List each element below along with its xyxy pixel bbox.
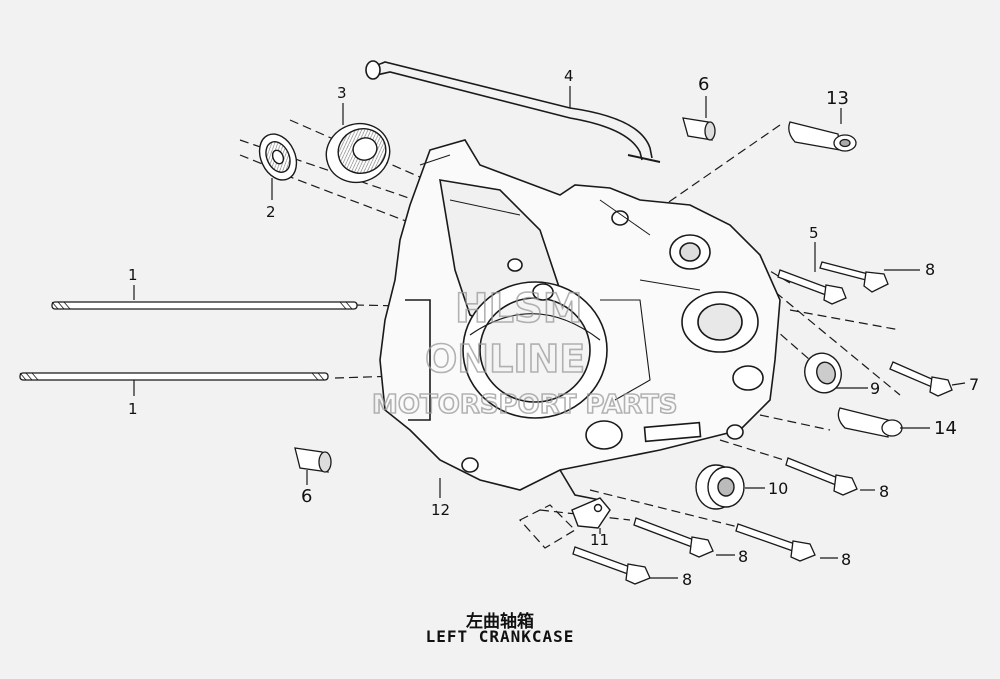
bolt-8-lower-right — [735, 523, 816, 562]
bolt-8-bottom — [572, 546, 651, 585]
callout-13: 13 — [826, 88, 849, 109]
callout-11: 11 — [590, 531, 609, 549]
bolt-8-mid-right — [785, 457, 858, 496]
spacer-collar — [695, 464, 745, 510]
callout-4: 4 — [564, 67, 574, 85]
bolt-5-stud — [777, 269, 847, 305]
watermark-line-2: ONLINE — [425, 337, 585, 381]
callout-7: 7 — [969, 375, 979, 394]
callout-6-upper: 6 — [698, 74, 709, 95]
diagram-title-chinese: 左曲轴箱 — [466, 612, 534, 632]
callout-labels: 1 1 2 3 4 5 6 6 7 8 8 8 8 8 9 10 11 12 1… — [128, 67, 979, 589]
watermark: HLSM ONLINE MOTORSPORT PARTS — [371, 285, 678, 421]
callout-8-a: 8 — [925, 260, 935, 279]
callout-8-d: 8 — [738, 547, 748, 566]
oil-seal — [804, 352, 842, 394]
callout-1-upper: 1 — [128, 266, 138, 284]
watermark-line-3: MOTORSPORT PARTS — [372, 390, 677, 420]
dowel-pin-upper — [682, 117, 716, 141]
plug-14 — [837, 407, 903, 438]
through-stud-upper — [51, 301, 358, 310]
left-crankcase-casting — [379, 139, 781, 501]
bolt-7 — [889, 361, 953, 397]
diagram-title-english: LEFT CRANKCASE — [425, 627, 575, 646]
through-stud-lower — [19, 372, 329, 381]
callout-10: 10 — [768, 479, 788, 498]
callout-14: 14 — [934, 418, 957, 439]
clip — [571, 497, 611, 529]
callout-3: 3 — [337, 84, 347, 102]
dowel-pin-lower — [294, 447, 332, 473]
callout-12: 12 — [431, 501, 450, 519]
callout-1-lower: 1 — [128, 400, 138, 418]
bolt-8-lower-mid — [633, 517, 714, 558]
callout-2: 2 — [266, 203, 276, 221]
plug-13 — [788, 121, 857, 152]
callout-8-c: 8 — [841, 550, 851, 569]
callout-9: 9 — [870, 379, 880, 398]
bolt-8-top-right — [819, 261, 889, 293]
breather-tube — [365, 60, 661, 163]
bolts — [572, 261, 953, 585]
callout-8-b: 8 — [879, 482, 889, 501]
callout-5: 5 — [809, 224, 819, 242]
callout-6-lower: 6 — [301, 486, 312, 507]
callout-leaders — [133, 86, 966, 579]
watermark-line-1: HLSM — [455, 286, 583, 332]
bearing-small — [258, 133, 298, 181]
callout-8-e: 8 — [682, 570, 692, 589]
bearing-large — [325, 122, 391, 184]
